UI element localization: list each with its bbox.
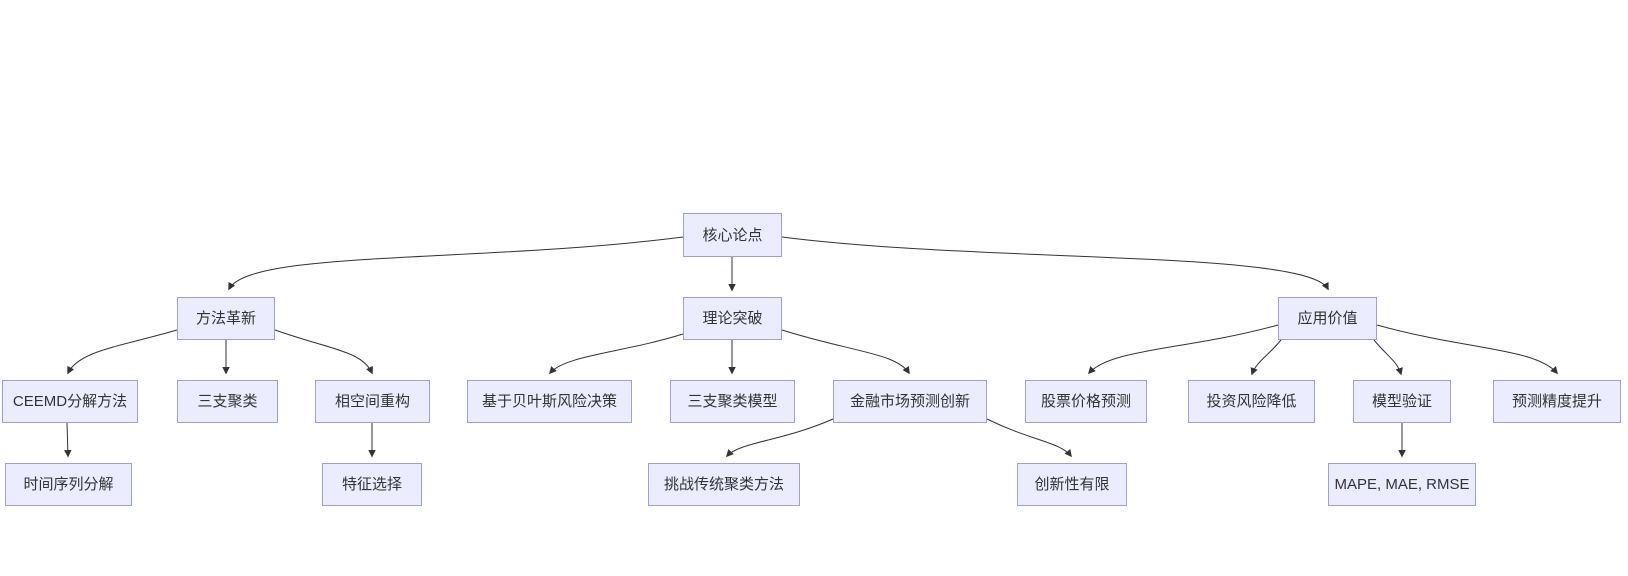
node-model-validation: 模型验证 xyxy=(1353,380,1451,423)
node-feature-selection: 特征选择 xyxy=(322,463,422,506)
edge-application-to-risk xyxy=(1250,339,1282,376)
edge-theory-to-bayes xyxy=(549,333,684,375)
node-investment-risk-reduction: 投资风险降低 xyxy=(1188,380,1315,423)
edge-core-to-method xyxy=(228,236,684,291)
node-bayesian-risk-decision: 基于贝叶斯风险决策 xyxy=(467,380,632,423)
edge-application-to-accuracy xyxy=(1376,324,1558,375)
edge-application-to-stock xyxy=(1087,324,1279,375)
node-phase-space-reconstruction: 相空间重构 xyxy=(315,380,430,423)
node-limited-novelty: 创新性有限 xyxy=(1017,463,1127,506)
node-error-metrics: MAPE, MAE, RMSE xyxy=(1328,463,1476,506)
edge-theory-to-financeinnovation xyxy=(781,329,910,375)
node-ceemd-decomposition: CEEMD分解方法 xyxy=(2,380,138,423)
edge-application-to-validation xyxy=(1373,339,1403,376)
node-application-value: 应用价值 xyxy=(1278,297,1377,340)
node-three-way-clustering: 三支聚类 xyxy=(177,380,278,423)
edge-method-to-phasespace xyxy=(274,329,373,375)
edge-method-to-ceemd xyxy=(67,329,178,375)
node-method-innovation: 方法革新 xyxy=(177,297,275,340)
node-three-way-clustering-model: 三支聚类模型 xyxy=(670,380,795,423)
node-forecast-accuracy-improvement: 预测精度提升 xyxy=(1493,380,1621,423)
node-stock-price-prediction: 股票价格预测 xyxy=(1025,380,1147,423)
edge-finance-to-limited xyxy=(986,418,1072,458)
edge-ceemd-to-tsdecomp xyxy=(64,422,72,458)
node-core-thesis: 核心论点 xyxy=(683,213,782,257)
edge-core-to-application xyxy=(781,236,1329,291)
node-challenge-traditional-clustering: 挑战传统聚类方法 xyxy=(648,463,800,506)
edge-finance-to-challenge xyxy=(725,418,834,458)
node-time-series-decomposition: 时间序列分解 xyxy=(5,463,132,506)
node-theory-breakthrough: 理论突破 xyxy=(683,297,782,340)
node-financial-market-forecast-innovation: 金融市场预测创新 xyxy=(833,380,987,423)
